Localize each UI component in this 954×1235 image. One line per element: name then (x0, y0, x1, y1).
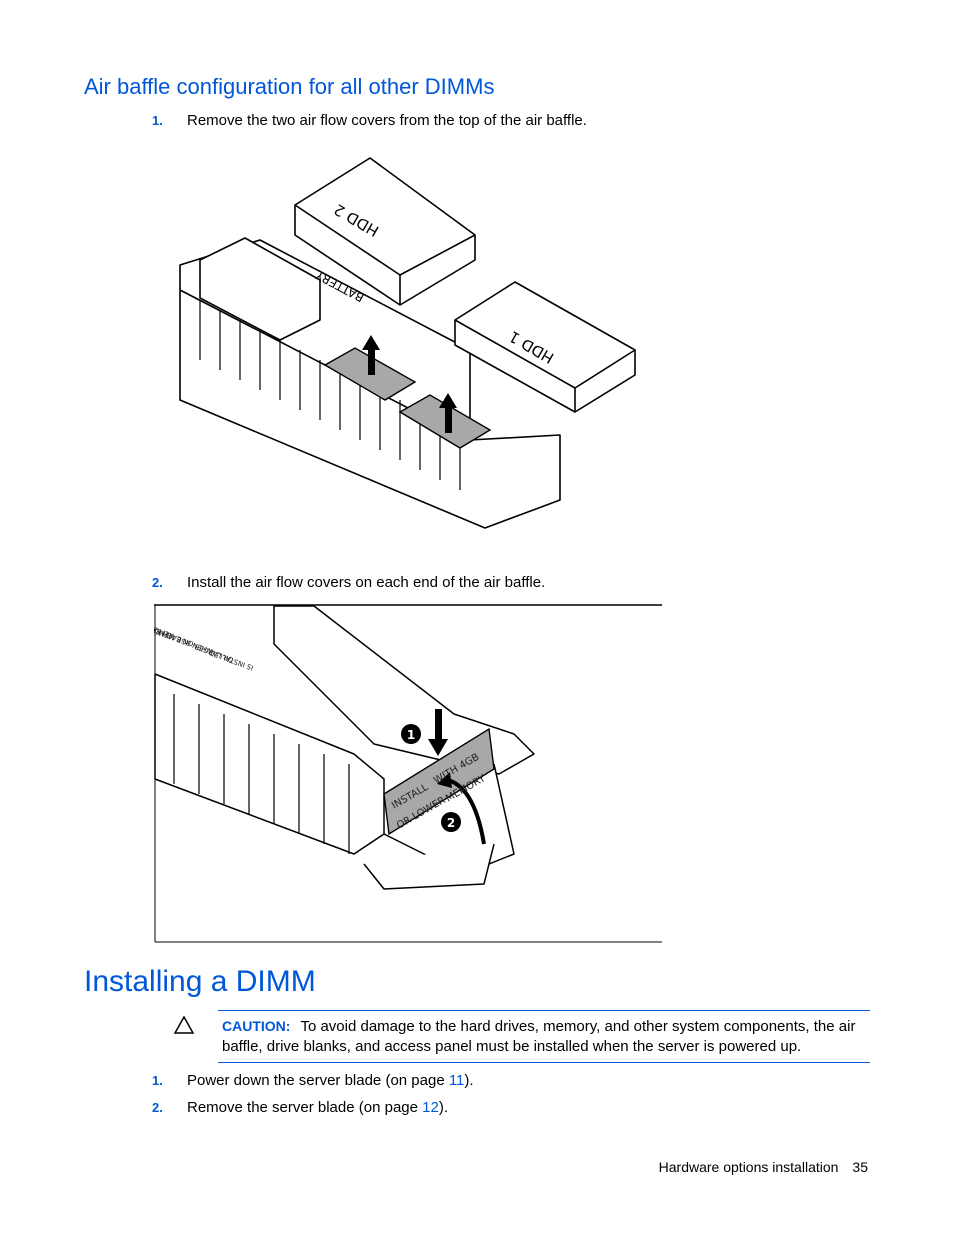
step-1: 1. Remove the two air flow covers from th… (152, 112, 587, 130)
step-number: 2. (152, 575, 163, 590)
page-link[interactable]: 12 (422, 1099, 439, 1116)
callout-2-icon (441, 812, 461, 832)
callout-1-icon (401, 724, 421, 744)
step-text: Remove the two air flow covers from the … (187, 112, 587, 129)
step-2: 2. Install the air flow covers on each en… (152, 574, 545, 592)
step-text: Power down the server blade (on page (187, 1072, 449, 1089)
step-number: 1. (152, 113, 163, 128)
air-baffle-remove-covers-figure: HDD 2 HDD 1 BATTERY (179, 157, 636, 529)
step-number: 2. (152, 1100, 163, 1115)
step-text-end: ). (438, 1099, 448, 1116)
section-title: Air baffle configuration for all other D… (84, 74, 495, 99)
footer-section: Hardware options installation (658, 1159, 839, 1175)
step-text-end: ). (464, 1072, 474, 1089)
mirrored-text-line: IS INSTALLED (208, 648, 255, 671)
callout-2-label: 2 (447, 816, 455, 830)
caution-body: To avoid damage to the hard drives, memo… (222, 1018, 856, 1055)
step-number: 1. (152, 1073, 163, 1088)
install-step-2: 2. Remove the server blade (on page 12). (152, 1099, 448, 1117)
caution-text: CAUTION:To avoid damage to the hard driv… (222, 1016, 868, 1057)
caution-label: CAUTION: (222, 1018, 291, 1034)
step-text: Install the air flow covers on each end … (187, 574, 546, 591)
caution-box: CAUTION:To avoid damage to the hard driv… (218, 1010, 870, 1063)
step-text: Remove the server blade (on page (187, 1099, 423, 1116)
warning-triangle-icon (174, 1016, 194, 1034)
page-link[interactable]: 11 (448, 1072, 465, 1089)
page-number: 35 (852, 1159, 868, 1175)
install-step-1: 1. Power down the server blade (on page 1… (152, 1072, 474, 1090)
air-baffle-install-covers-figure: 1 2 INSTALL WITH 4GB OR LOWER MEMORY REM… (154, 604, 662, 943)
installing-title: Installing a DIMM (84, 965, 316, 998)
page-footer: Hardware options installation 35 (659, 1159, 868, 1175)
callout-1-label: 1 (407, 728, 415, 742)
